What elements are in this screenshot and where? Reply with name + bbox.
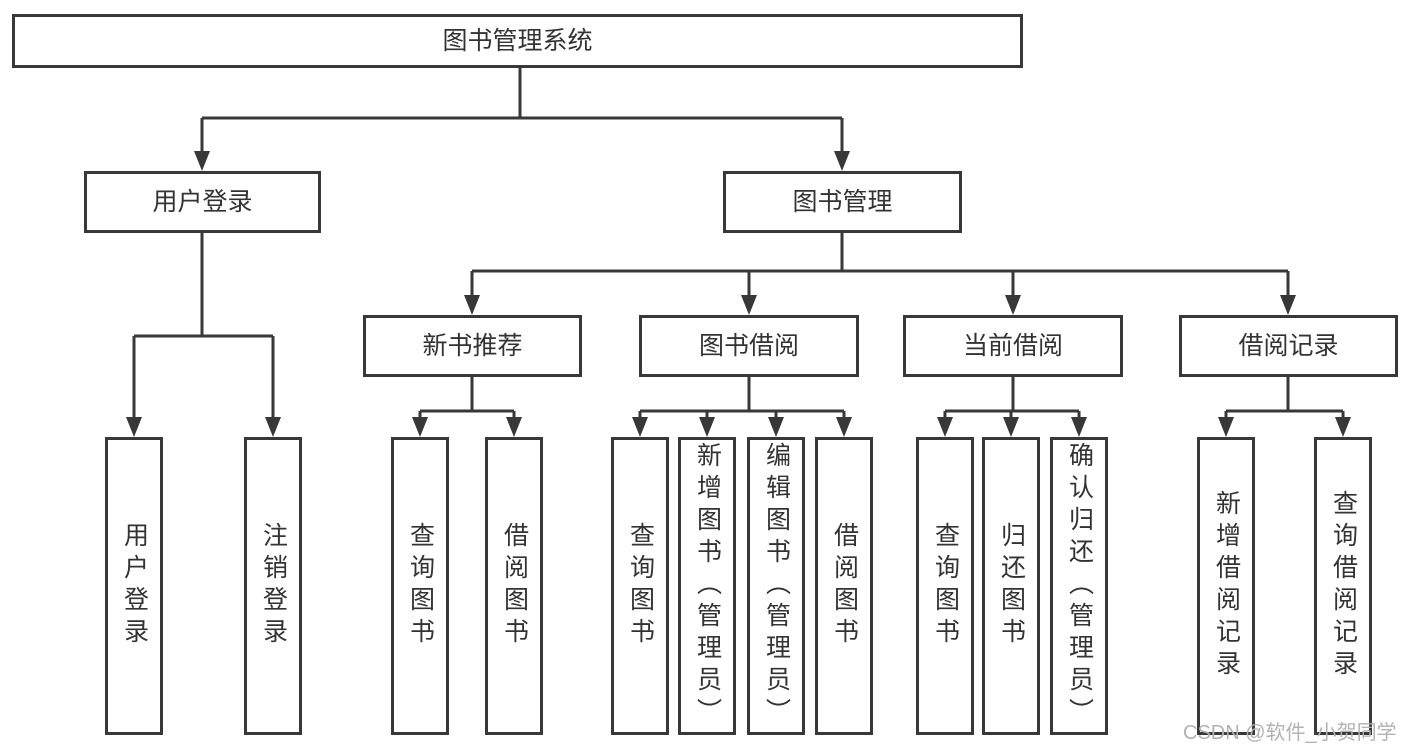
node-label: 归还图书 [997,522,1026,650]
arrowheads [126,151,1351,437]
csdn-watermark: CSDN @软件_小贺同学 [1183,722,1397,744]
node-label: 查询借阅记录 [1329,490,1358,682]
node-label: 借阅图书 [830,522,859,650]
node-label: 注销登录 [259,522,288,650]
node-user-login: 用户登录 [84,171,321,233]
leaf-edit-books-admin: 编辑图书（管理员） [747,437,805,735]
leaf-add-books-admin: 新增图书（管理员） [678,437,736,735]
node-label: 用户登录 [152,187,253,216]
node-label: 用户登录 [120,522,149,650]
leaf-user-login: 用户登录 [105,437,163,735]
leaf-confirm-return-admin: 确认归还（管理员） [1050,437,1108,735]
node-borrow-records: 借阅记录 [1179,315,1398,377]
node-label: 新增图书（管理员） [693,442,722,730]
leaf-query-books-current: 查询图书 [916,437,974,735]
node-label: 新增借阅记录 [1212,490,1241,682]
leaf-query-books-borrowing: 查询图书 [611,437,669,735]
node-book-management: 图书管理 [723,171,962,233]
node-current-borrowing: 当前借阅 [903,315,1123,377]
node-label: 查询图书 [931,522,960,650]
node-label: 查询图书 [626,522,655,650]
node-label: 确认归还（管理员） [1065,442,1094,730]
leaf-borrow-books-recommend: 借阅图书 [485,437,543,735]
leaf-add-borrow-record: 新增借阅记录 [1197,437,1255,735]
node-label: 编辑图书（管理员） [762,442,791,730]
node-library-system: 图书管理系统 [12,14,1023,68]
node-label: 借阅记录 [1238,331,1339,360]
node-label: 图书借阅 [698,331,799,360]
node-new-book-recommend: 新书推荐 [363,315,582,377]
leaf-query-books-recommend: 查询图书 [391,437,449,735]
leaf-borrow-books-borrowing: 借阅图书 [815,437,873,735]
leaf-logout-login: 注销登录 [244,437,302,735]
node-label: 查询图书 [406,522,435,650]
node-book-borrowing: 图书借阅 [639,315,859,377]
node-label: 借阅图书 [500,522,529,650]
node-label: 当前借阅 [962,331,1063,360]
leaf-return-books: 归还图书 [982,437,1040,735]
node-label: 新书推荐 [422,331,523,360]
node-label: 图书管理系统 [442,26,593,55]
leaf-query-borrow-record: 查询借阅记录 [1314,437,1372,735]
node-label: 图书管理 [792,187,893,216]
